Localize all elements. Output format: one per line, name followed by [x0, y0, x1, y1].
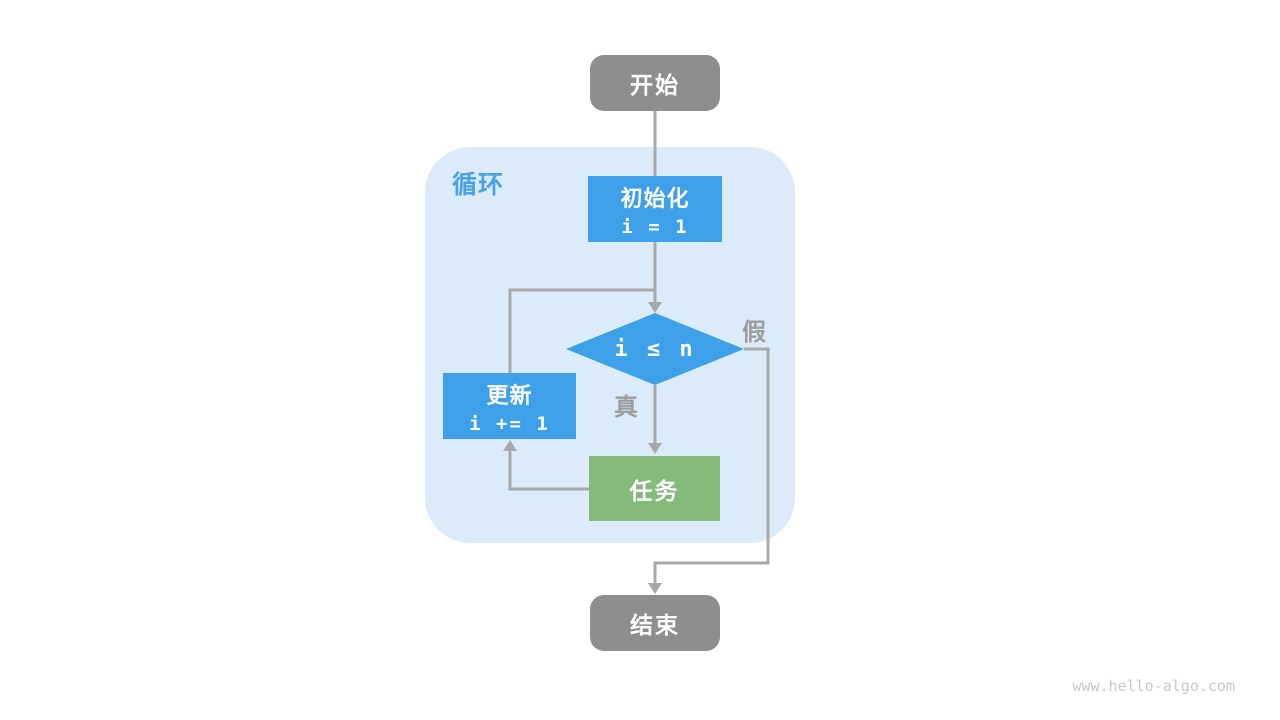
init-node-code: i = 1: [621, 215, 689, 238]
task-node: 任务: [589, 456, 720, 521]
arrowhead-into-task: [648, 443, 662, 454]
task-node-label: 任务: [629, 477, 680, 504]
condition-diamond: [566, 313, 744, 385]
edge-false-to-end: [653, 347, 770, 584]
end-node: 结束: [590, 595, 720, 651]
edge-task-to-update: [508, 450, 589, 491]
condition-label: i ≤ n: [614, 336, 696, 362]
arrowhead-into-end: [648, 583, 662, 594]
start-node-label: 开始: [630, 72, 680, 98]
watermark: www.hello-algo.com: [1072, 677, 1235, 695]
init-node: 初始化 i = 1: [588, 176, 722, 242]
arrowhead-into-update: [503, 440, 517, 451]
update-node: 更新 i += 1: [443, 373, 576, 439]
update-node-title: 更新: [486, 382, 533, 408]
false-edge-label: 假: [742, 319, 766, 346]
init-node-title: 初始化: [620, 185, 690, 211]
start-node: 开始: [590, 55, 720, 111]
loop-label: 循环: [452, 171, 505, 199]
update-node-code: i += 1: [469, 412, 550, 435]
arrowhead-into-condition: [648, 302, 662, 313]
edge-update-loopback: [508, 288, 655, 373]
end-node-label: 结束: [630, 612, 680, 638]
true-edge-label: 真: [614, 394, 638, 421]
